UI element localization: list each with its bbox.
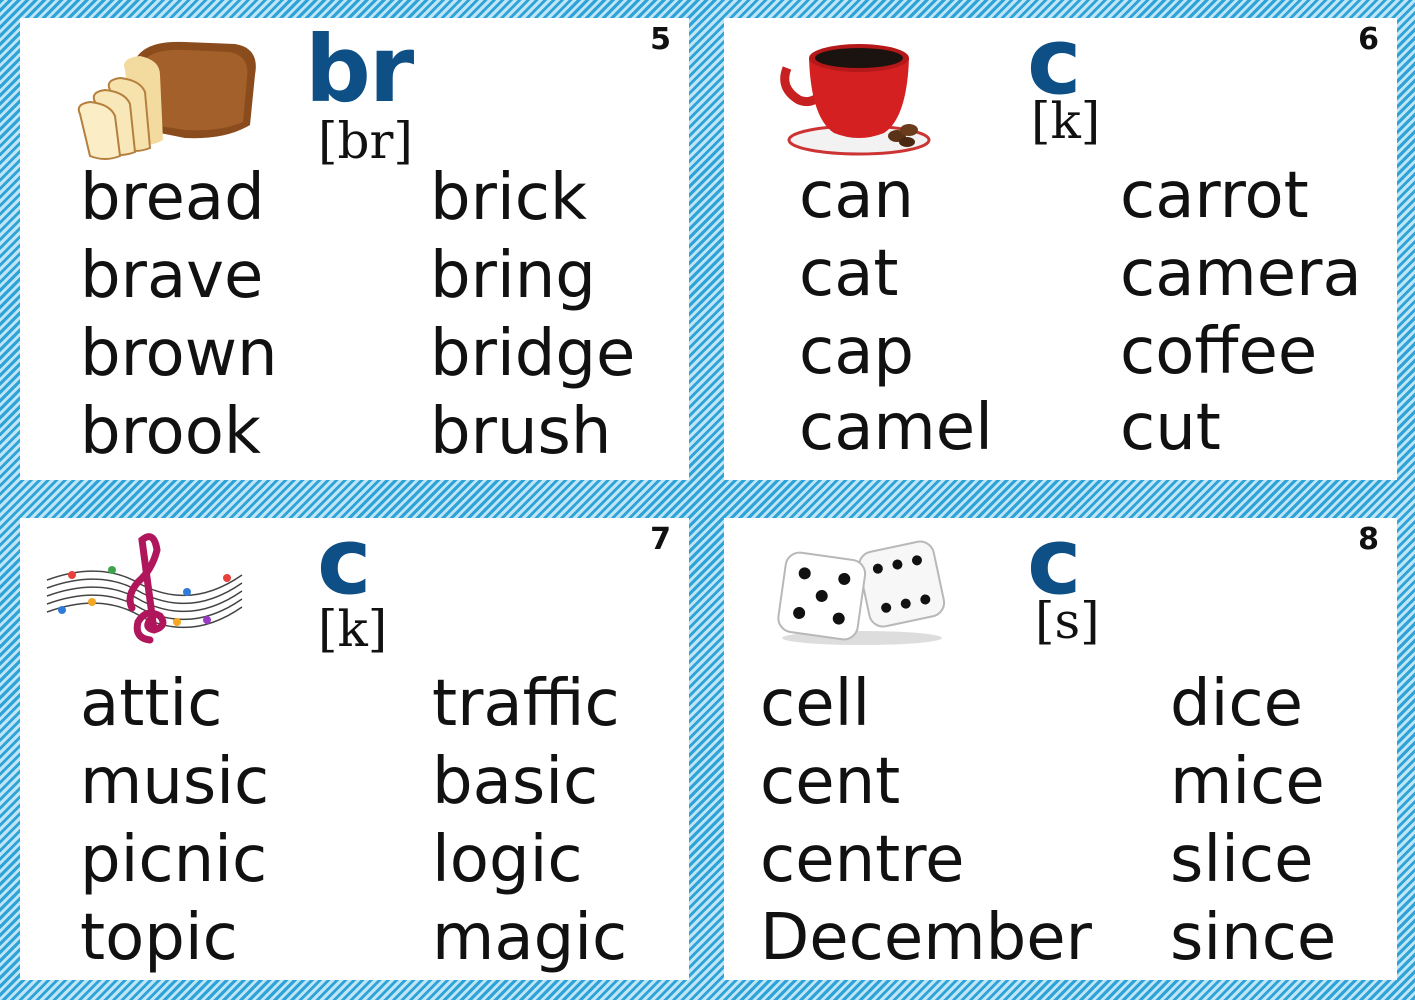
word-left: cent [760, 745, 901, 819]
word-left: bread [80, 161, 265, 235]
word-right: bring [430, 239, 596, 313]
word-right: brush [430, 395, 612, 469]
card-number: 5 [650, 22, 671, 57]
bread-icon [77, 41, 256, 160]
phonetic-sound: [k] [1031, 92, 1101, 150]
coffee-cup-icon [780, 44, 931, 156]
word-right: coffee [1120, 315, 1318, 389]
word-left: can [799, 159, 914, 233]
target-letters: c [317, 508, 372, 615]
word-right: basic [432, 745, 599, 819]
phonetic-sound: [s] [1035, 592, 1100, 650]
word-left: music [80, 745, 270, 819]
target-letters: br [305, 16, 414, 123]
word-left: brook [80, 395, 261, 469]
card-number: 8 [1358, 522, 1379, 557]
word-left: December [760, 901, 1092, 975]
word-right: carrot [1120, 159, 1309, 233]
word-right: magic [432, 901, 628, 975]
word-right: bridge [430, 317, 636, 391]
phonetic-sound: [k] [318, 600, 388, 658]
phonetic-sound: [br] [318, 112, 413, 170]
word-right: traffic [432, 667, 620, 741]
target-letters: c [1027, 508, 1082, 615]
flashcard-7: c [k] 7 attic music picnic topic traffic… [20, 508, 689, 980]
word-right: brick [430, 161, 587, 235]
word-left: brown [80, 317, 278, 391]
word-left: picnic [80, 823, 268, 897]
card-number: 6 [1358, 22, 1379, 57]
word-right: since [1170, 901, 1337, 975]
target-letters: c [1027, 8, 1082, 115]
word-left: cat [799, 237, 899, 311]
word-left: centre [760, 823, 965, 897]
dice-icon [777, 540, 946, 645]
card-number: 7 [650, 522, 671, 557]
flashcard-6: c [k] 6 can cat cap camel carrot camera … [724, 8, 1397, 480]
word-left: brave [80, 239, 264, 313]
word-left: cell [760, 667, 871, 741]
word-right: logic [432, 823, 583, 897]
word-right: camera [1120, 237, 1362, 311]
word-right: mice [1170, 745, 1325, 819]
flashcard-8: c [s] 8 cell cent centre December dice m… [724, 508, 1397, 980]
word-left: attic [80, 667, 223, 741]
flashcard-5: br [br] 5 bread brave brown brook brick … [20, 18, 689, 480]
word-left: camel [799, 391, 993, 465]
music-notes-icon [46, 533, 243, 644]
word-right: slice [1170, 823, 1314, 897]
word-right: cut [1120, 391, 1221, 465]
word-left: topic [80, 901, 238, 975]
word-right: dice [1170, 667, 1303, 741]
word-left: cap [799, 315, 915, 389]
